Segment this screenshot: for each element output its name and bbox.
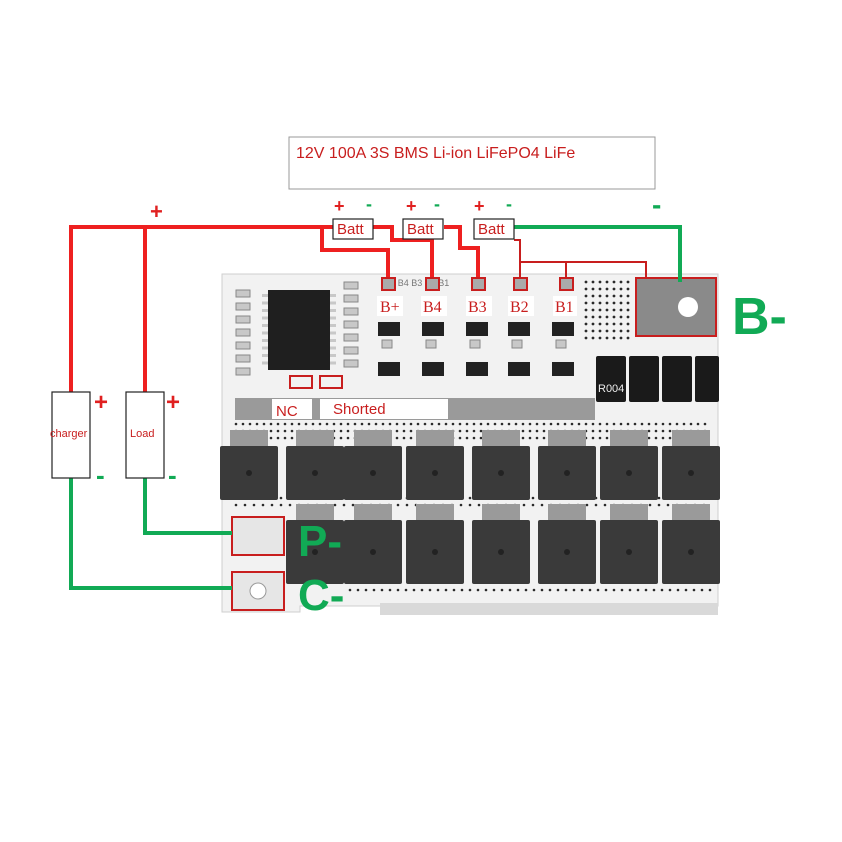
positive-wires xyxy=(69,225,480,392)
charger: charger + - xyxy=(50,389,108,490)
battery-1-minus: - xyxy=(366,194,372,214)
battery-3: Batt + - xyxy=(473,194,515,240)
pad-b1 xyxy=(559,277,574,291)
batt2-batt3-wire xyxy=(444,225,480,284)
charger-plus: + xyxy=(94,389,108,416)
b-minus-label: B- xyxy=(732,288,787,346)
resistor-marking: R004 xyxy=(598,383,624,395)
batt1-batt2-link xyxy=(372,225,434,284)
load-minus: - xyxy=(168,460,177,490)
bus-plus-sign: + xyxy=(150,199,163,224)
jumper-shorted-label: Shorted xyxy=(333,401,386,418)
c-minus-hole xyxy=(249,582,267,600)
charger-label: charger xyxy=(50,428,88,440)
shunt-resistors: R004 xyxy=(596,356,719,402)
batt1-to-bplus-wire xyxy=(320,227,390,284)
p-minus-label: P- xyxy=(298,517,342,566)
c-minus-label: C- xyxy=(298,571,344,620)
pad-b4 xyxy=(425,277,440,291)
mosfet-row-top xyxy=(220,430,720,500)
pad-label-b4: B4 xyxy=(423,299,442,316)
battery-3-plus: + xyxy=(474,196,485,216)
b-minus-wire xyxy=(514,225,682,282)
board-shadow-strip xyxy=(380,603,718,615)
pad-label-bplus: B+ xyxy=(380,299,400,316)
pad-label-b3: B3 xyxy=(468,299,487,316)
ic-pins xyxy=(262,294,336,365)
battery-3-label: Batt xyxy=(478,221,506,238)
positive-bus-wire xyxy=(69,225,336,392)
pad-bplus xyxy=(381,277,396,291)
jumper-shorted-pad xyxy=(319,375,343,389)
pad-b3 xyxy=(471,277,486,291)
battery-1: Batt + - xyxy=(332,194,374,240)
bus-minus-sign: - xyxy=(652,189,661,220)
jumper-nc-label: NC xyxy=(276,403,298,420)
charger-negative-wire xyxy=(69,478,232,590)
load-plus: + xyxy=(166,389,180,416)
balance-pads: B+ B4 B3 B2 B1 xyxy=(377,277,577,316)
battery-2-label: Batt xyxy=(407,221,435,238)
bms-board: R004 NC Shorted B+ B4 B3 B2 B1 xyxy=(220,273,720,615)
battery-2: Batt + - xyxy=(402,194,444,240)
battery-1-label: Batt xyxy=(337,221,365,238)
b-minus-hole xyxy=(678,297,698,317)
balance-parts xyxy=(378,322,574,376)
battery-3-minus: - xyxy=(506,194,512,214)
battery-1-plus: + xyxy=(334,196,345,216)
pad-b2 xyxy=(513,277,528,291)
charger-minus: - xyxy=(96,460,105,490)
load-label: Load xyxy=(130,428,154,440)
load: Load + - xyxy=(125,389,180,490)
title-box xyxy=(288,136,656,190)
pad-label-b2: B2 xyxy=(510,299,529,316)
smd-components-left xyxy=(235,281,359,376)
board-silk-text: B+ B4 B3 B2 B1 xyxy=(384,278,449,288)
battery-2-plus: + xyxy=(406,196,417,216)
title-text: 12V 100A 3S BMS Li-ion LiFePO4 LiFe xyxy=(296,145,575,162)
mosfet-row-bottom xyxy=(286,504,720,584)
bms-ic-chip xyxy=(268,290,330,370)
p-minus-pad xyxy=(231,516,285,556)
b-minus-pad xyxy=(635,277,717,337)
negative-wires xyxy=(69,225,682,590)
load-negative-wire xyxy=(143,478,232,535)
pad-label-b1: B1 xyxy=(555,299,574,316)
jumper-nc-pad xyxy=(289,375,313,389)
battery-2-minus: - xyxy=(434,194,440,214)
